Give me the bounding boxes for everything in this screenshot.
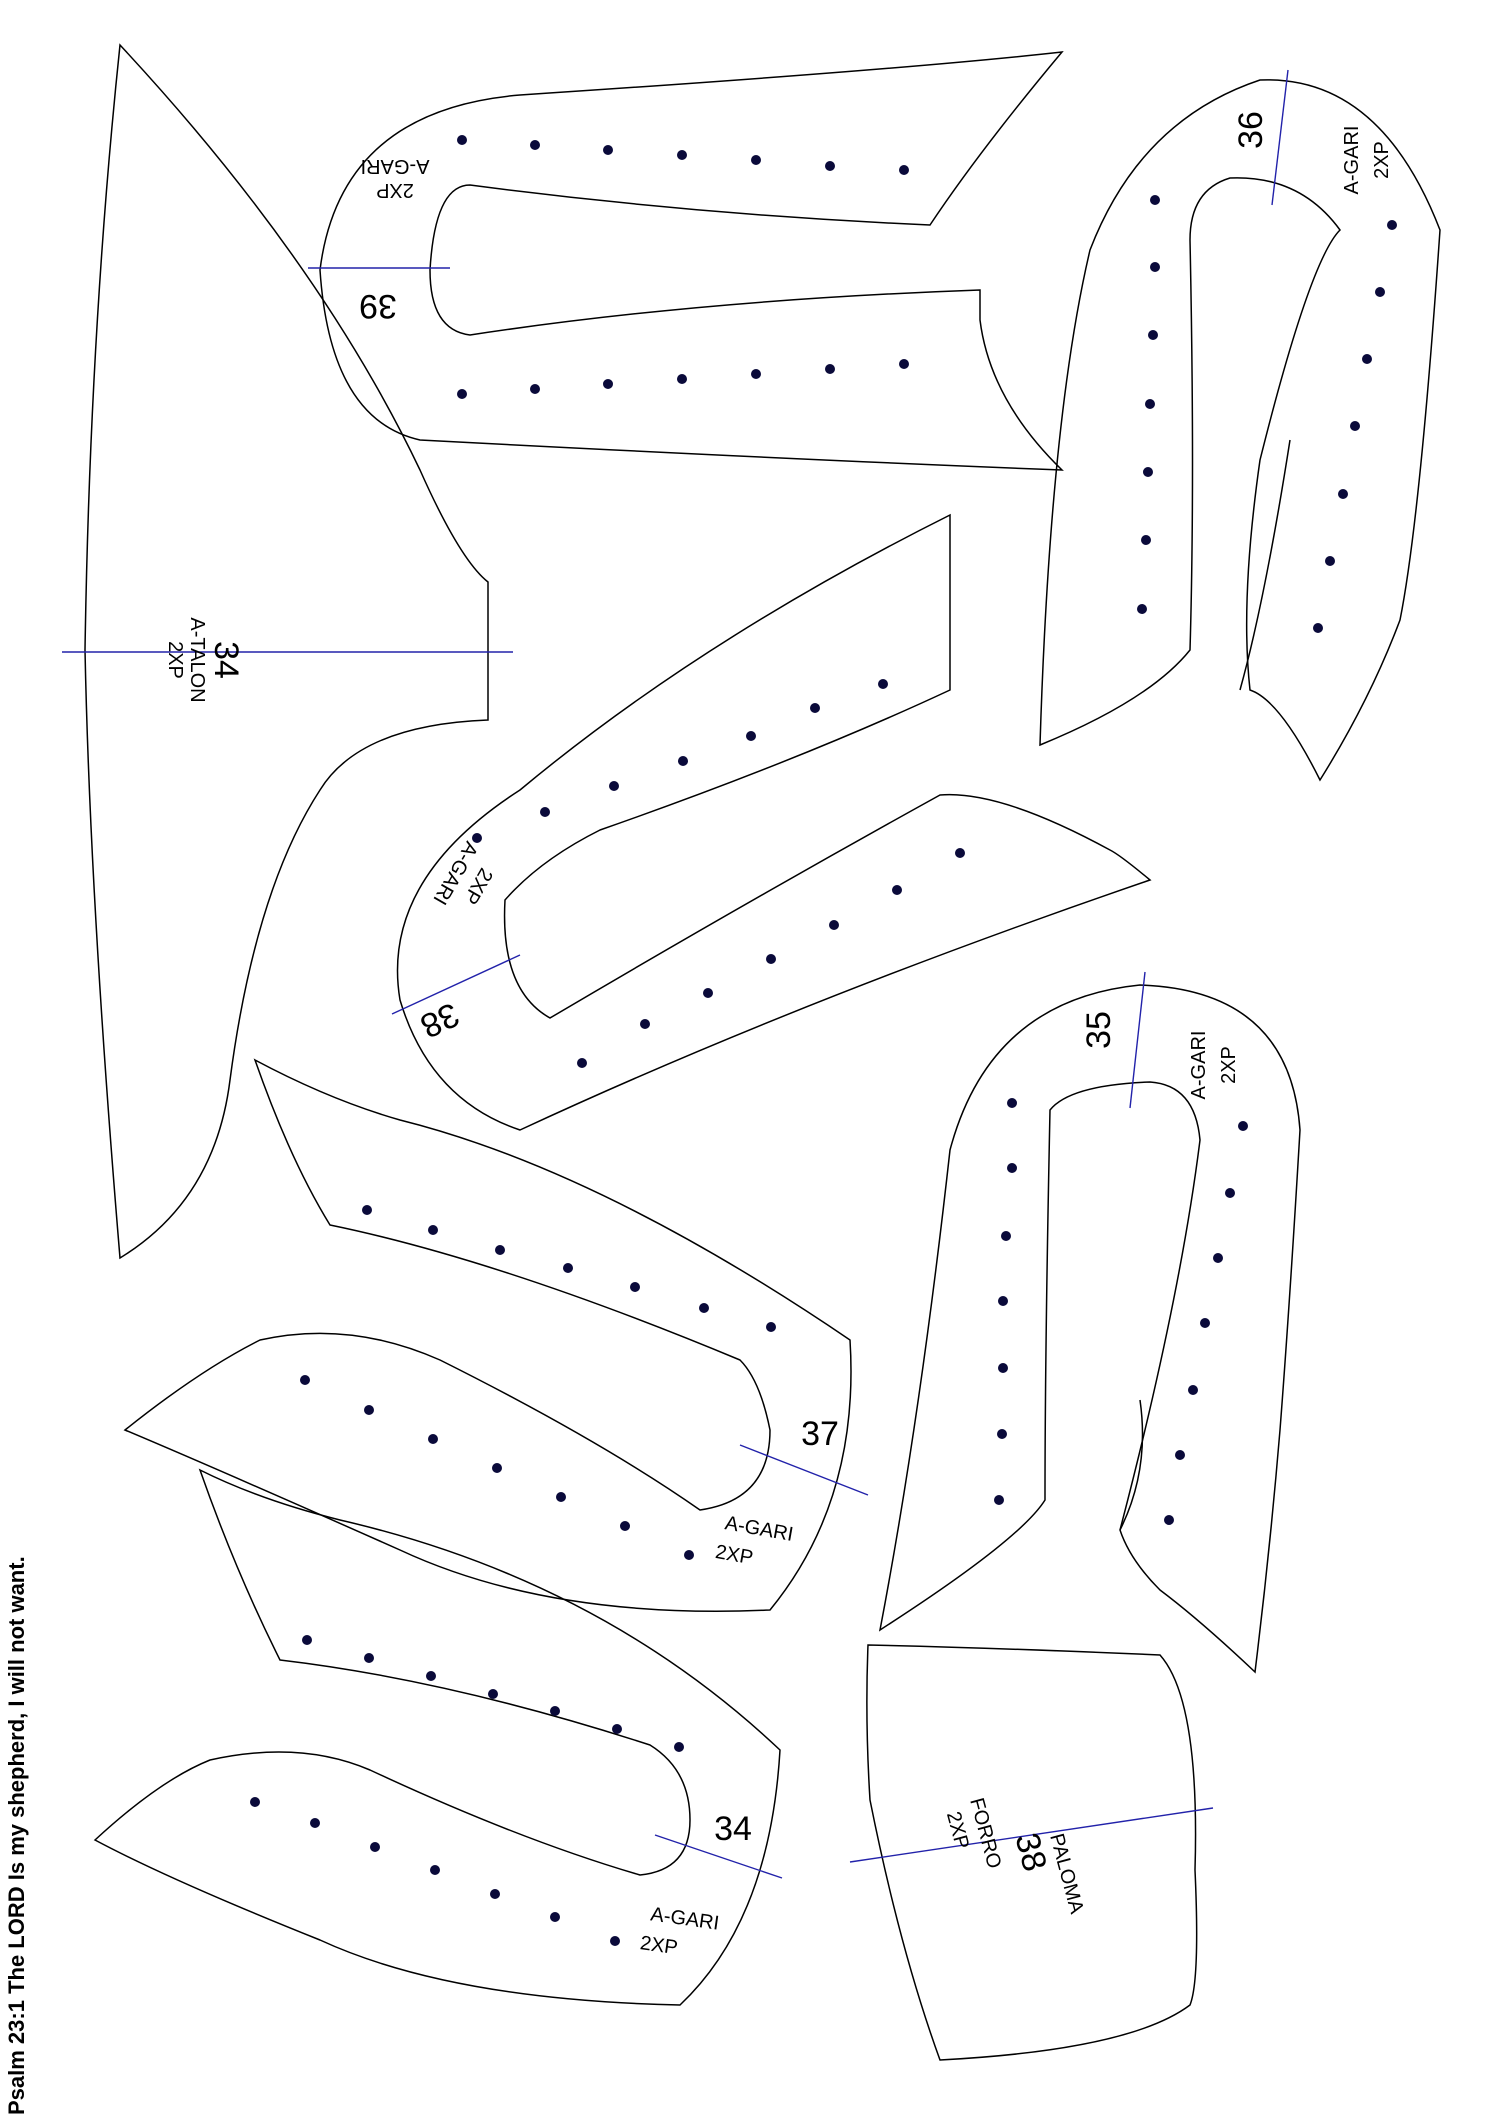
cut-line — [391, 954, 521, 1015]
piece-label: A-GARI — [1188, 1031, 1210, 1100]
size-number: 34 — [207, 641, 245, 679]
size-number: 34 — [714, 1810, 752, 1848]
cut-line — [849, 1807, 1214, 1863]
piece-gari-39: 39 A-GARI 2XP — [308, 51, 1064, 471]
piece-label-2: PALOMA — [1045, 1831, 1088, 1916]
size-number: 38 — [414, 995, 464, 1045]
cut-line — [654, 1834, 783, 1879]
size-number: 39 — [359, 287, 397, 325]
piece-gari-37: 37 A-GARI 2XP — [123, 1058, 869, 1612]
piece-qty: 2XP — [714, 1541, 755, 1569]
cut-line — [1129, 971, 1146, 1109]
piece-qty: 2XP — [639, 1932, 680, 1959]
piece-talon-34: 34 A-TALON 2XP — [62, 43, 513, 1260]
size-number: 37 — [801, 1415, 839, 1453]
piece-label: A-GARI — [361, 155, 430, 177]
piece-qty: 2XP — [164, 641, 186, 679]
verse-caption: Psalm 23:1 The LORD Is my shepherd, I wi… — [4, 1556, 29, 2115]
punch-row — [994, 1098, 1248, 1525]
piece-gari-34: 34 A-GARI 2XP — [93, 1468, 783, 2006]
piece-qty: 2XP — [1371, 141, 1393, 179]
piece-label: A-GARI — [723, 1512, 795, 1546]
piece-label: A-TALON — [186, 617, 208, 702]
piece-qty: 2XP — [1218, 1046, 1240, 1084]
piece-label: FORRO — [965, 1796, 1005, 1871]
piece-qty: 2XP — [942, 1809, 973, 1851]
punch-row — [472, 679, 965, 1068]
punch-row — [1137, 195, 1397, 633]
cut-line — [1271, 69, 1289, 206]
size-number: 36 — [1232, 111, 1270, 149]
piece-label: A-GARI — [649, 1903, 720, 1934]
piece-label: A-GARI — [1341, 126, 1363, 195]
punch-row — [457, 135, 909, 399]
piece-qty: 2XP — [376, 179, 414, 201]
piece-gari-36: 36 A-GARI 2XP — [1039, 69, 1441, 782]
punch-row — [300, 1205, 776, 1560]
size-number: 35 — [1080, 1011, 1118, 1049]
piece-gari-35: 35 A-GARI 2XP — [878, 971, 1301, 1674]
piece-gari-38: 38 A-GARI 2XP — [391, 513, 1152, 1131]
piece-forro-38: 38 FORRO PALOMA 2XP — [849, 1644, 1214, 2061]
punch-row — [250, 1635, 684, 1946]
cut-line — [739, 1444, 869, 1496]
